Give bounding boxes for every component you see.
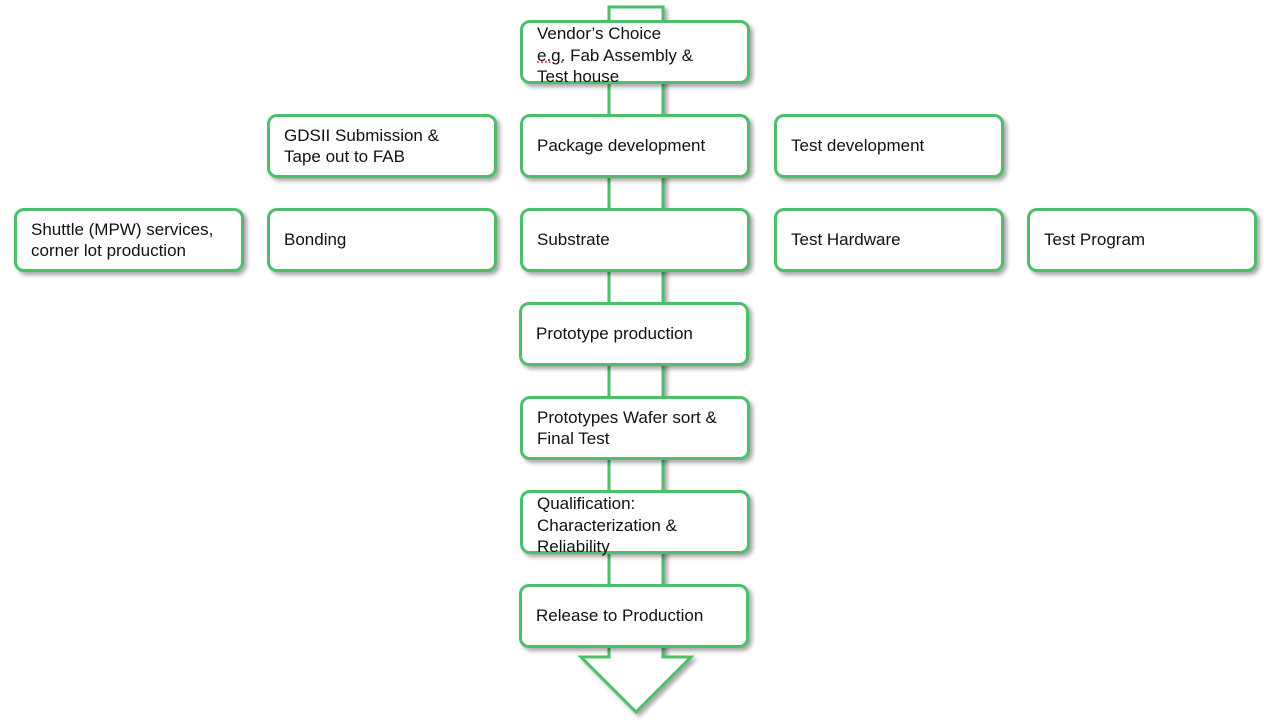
vendor-eg: e.g. xyxy=(537,45,566,65)
test-hardware-box: Test Hardware xyxy=(774,208,1004,272)
substrate-box: Substrate xyxy=(520,208,750,272)
release-box: Release to Production xyxy=(519,584,749,648)
shuttle-box: Shuttle (MPW) services, corner lot produ… xyxy=(14,208,244,272)
gdsii-box: GDSII Submission & Tape out to FAB xyxy=(267,114,497,178)
test-program-box: Test Program xyxy=(1027,208,1257,272)
wafer-sort-box: Prototypes Wafer sort & Final Test xyxy=(520,396,750,460)
qualification-box: Qualification: Characterization & Reliab… xyxy=(520,490,750,556)
prototype-production-box: Prototype production xyxy=(519,302,749,366)
vendor-line1: Vendor’s Choice xyxy=(537,24,662,43)
vendor-line2: Fab Assembly & xyxy=(565,45,693,65)
bonding-box: Bonding xyxy=(267,208,497,272)
vendor-choice-box: Vendor’s Choice e.g. Fab Assembly & Test h… xyxy=(520,20,750,86)
vendor-line3: Test house xyxy=(537,67,620,86)
package-development-box: Package development xyxy=(520,114,750,178)
test-development-box: Test development xyxy=(774,114,1004,178)
